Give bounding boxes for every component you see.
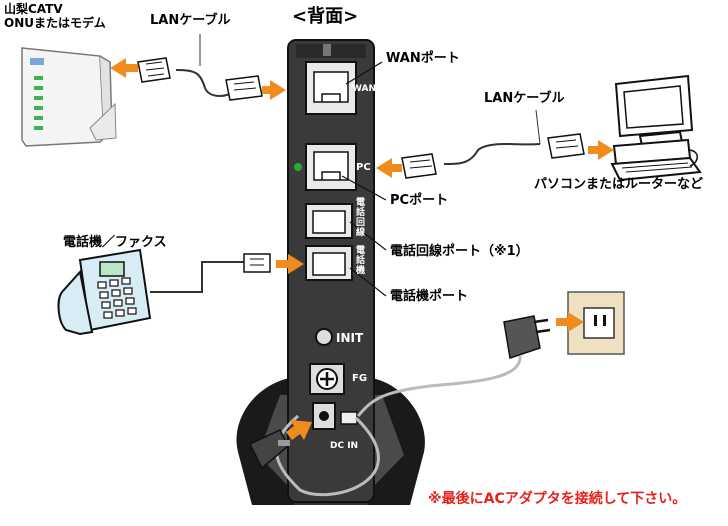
device-label-wan: WAN [352, 84, 377, 94]
device-label-tel: 電話機 [355, 246, 365, 276]
modem-device [21, 47, 117, 147]
arrow-to-dcin [286, 420, 312, 440]
label-lan-cable-top: LANケーブル [150, 13, 231, 28]
label-wan-port: WANポート [386, 51, 460, 66]
label-modem: 山梨CATV ONUまたはモデム [4, 2, 106, 30]
fg-terminal [309, 363, 345, 395]
lan-cable-top-line [175, 69, 233, 97]
device-label-init: INIT [336, 331, 364, 345]
tel-plug [243, 253, 271, 273]
lan-cable-right-line [443, 143, 541, 165]
status-led [294, 163, 302, 171]
arrow-to-pc-port [376, 158, 402, 178]
arrow-to-tel-port [276, 254, 304, 274]
leader-line [349, 221, 387, 251]
label-phone-device: 電話機／ファクス [63, 235, 167, 250]
label-lan-cable-right: LANケーブル [484, 91, 565, 106]
phone-cable-line [150, 261, 244, 293]
ac-adapter [275, 315, 551, 497]
line-port-jack [305, 203, 353, 239]
lan-plug-modem [137, 57, 171, 83]
leader-tel [349, 267, 387, 297]
dcin-jack [312, 402, 358, 430]
lan-plug-router [225, 75, 263, 101]
label-pc-port: PCポート [390, 193, 449, 208]
wan-port-jack [305, 61, 357, 115]
arrow-to-outlet [556, 312, 584, 332]
pc-device [610, 74, 702, 182]
label-line-port: 電話回線ポート（※1） [390, 244, 529, 259]
init-button [315, 328, 333, 346]
arrow-to-pc [588, 140, 614, 160]
dc-plug [248, 429, 290, 470]
device-label-fg: FG [352, 373, 368, 384]
device-label-line: 電話回線 [355, 198, 365, 238]
ac-adapter-note: ※最後にACアダプタを接続して下さい。 [428, 491, 687, 507]
leader-pc [341, 175, 387, 201]
arrow-to-wan [262, 80, 286, 100]
tel-port-jack [305, 245, 353, 281]
pc-port-jack [305, 143, 357, 191]
label-pc-device: パソコンまたはルーターなど [534, 177, 704, 192]
device-label-pc: PC [356, 162, 371, 173]
leader-wan [345, 61, 383, 85]
page-title: <背面> [292, 6, 359, 27]
lan-plug-pc [547, 133, 585, 159]
label-tel-port: 電話機ポート [390, 289, 469, 304]
phone-device [57, 248, 152, 336]
arrow-to-modem [110, 58, 138, 78]
lan-plug-router-pc [401, 153, 437, 179]
device-label-dcin: DC IN [330, 441, 359, 451]
